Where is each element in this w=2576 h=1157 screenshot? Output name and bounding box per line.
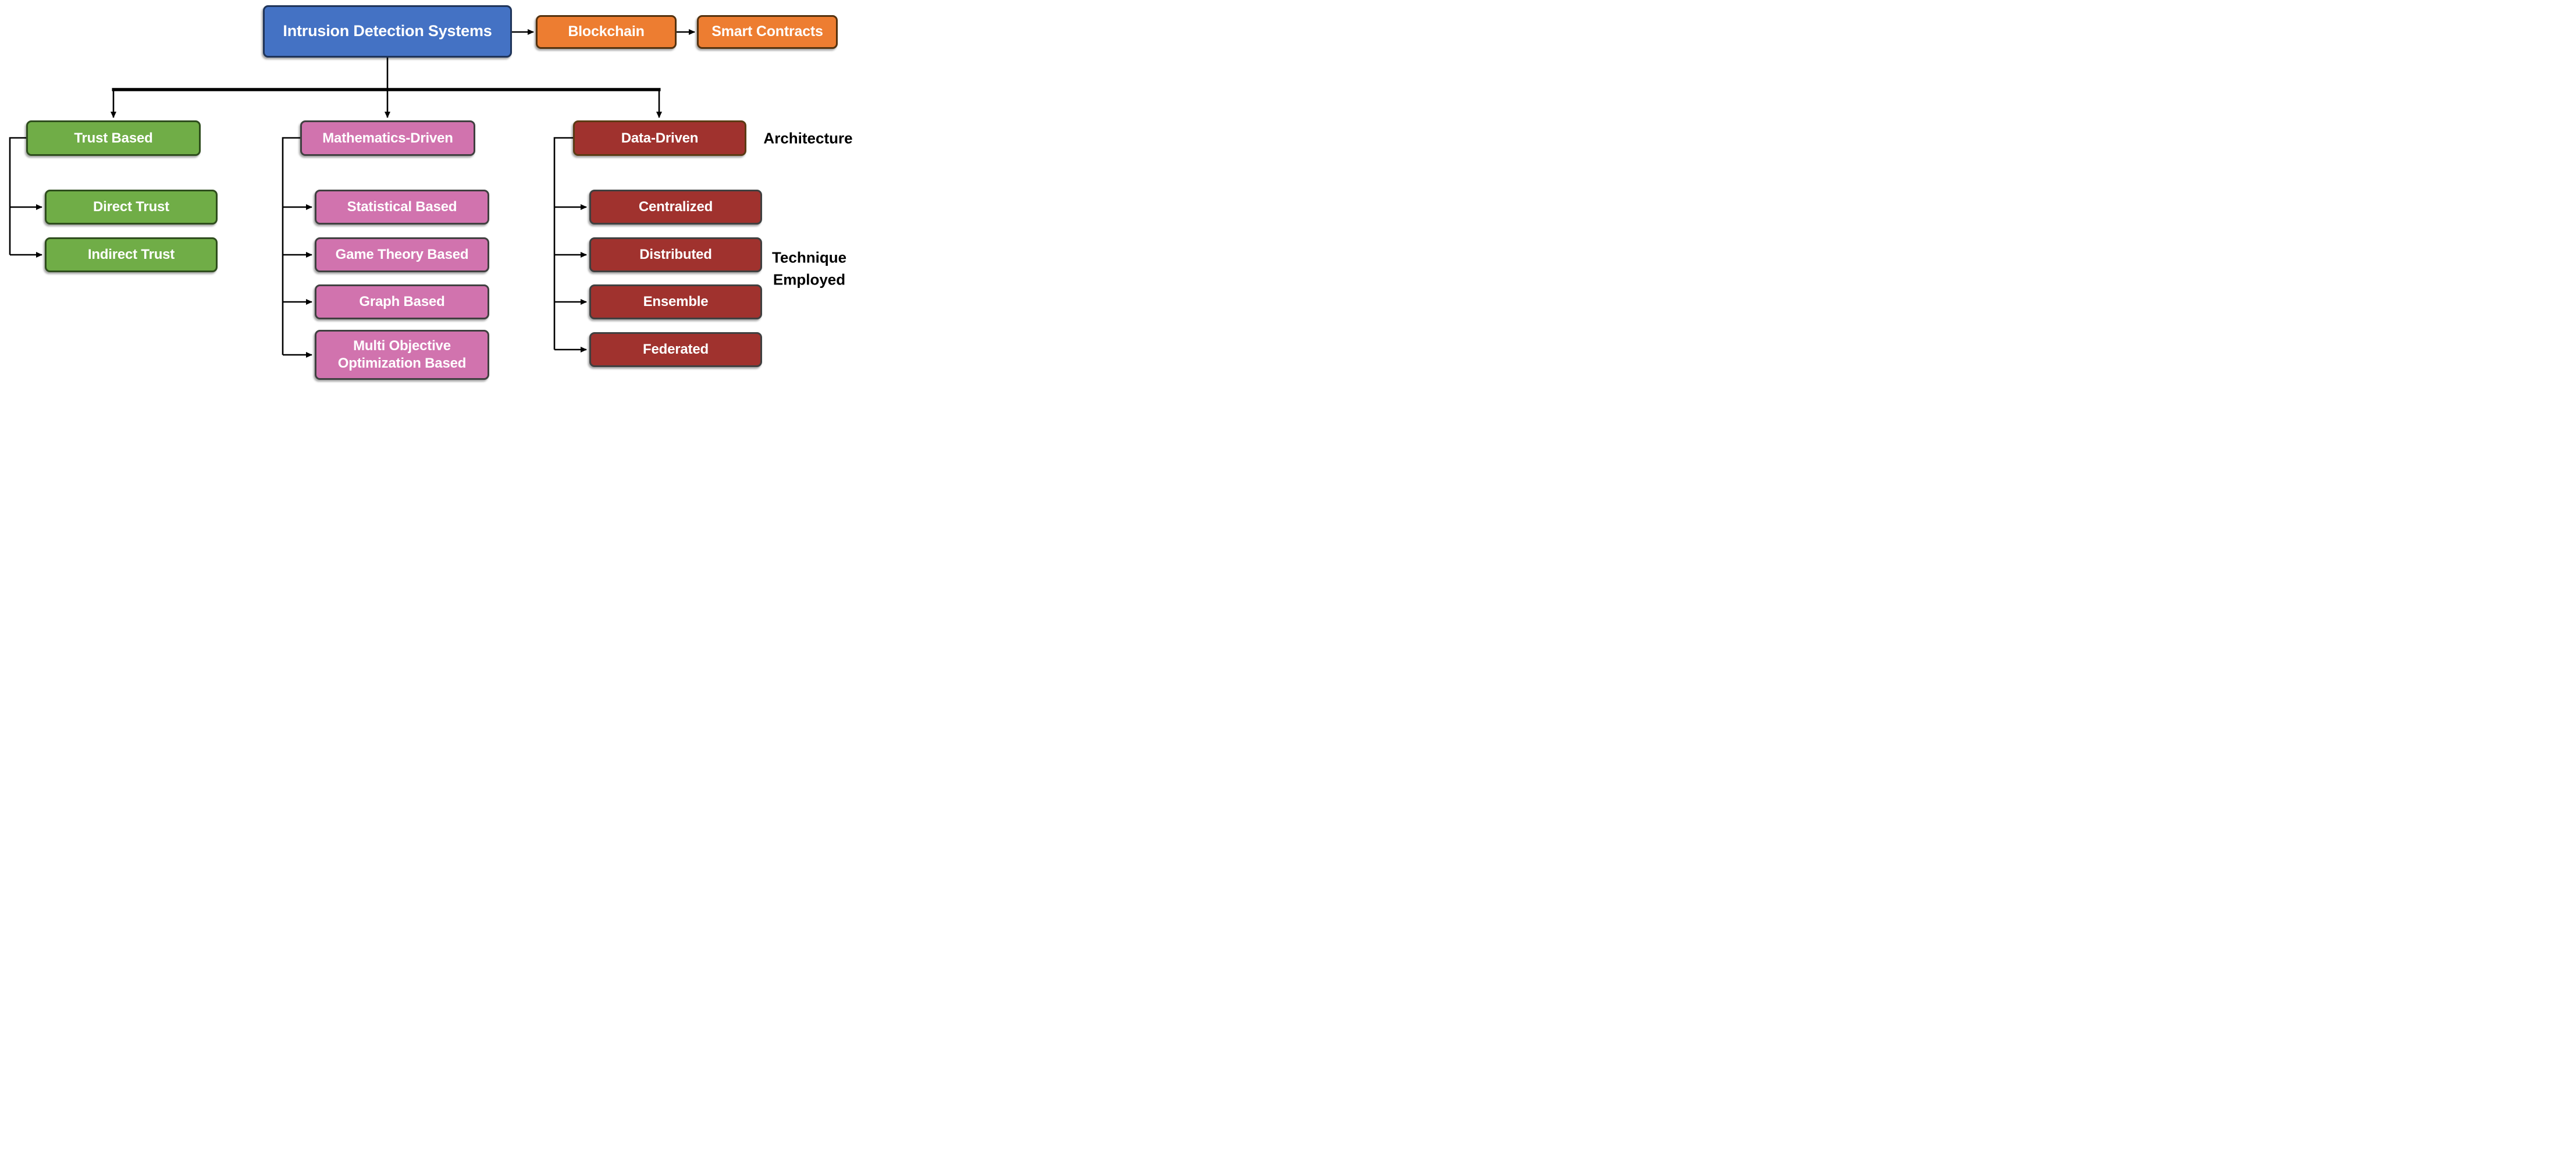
node-mathematics-driven: Mathematics-Driven (300, 120, 475, 156)
connector-lines (9, 29, 695, 358)
node-ensemble: Ensemble (589, 284, 762, 319)
node-graph-based: Graph Based (315, 284, 489, 319)
elbow-mathematics-driven (282, 137, 300, 355)
node-statistical-based: Statistical Based (315, 190, 489, 225)
node-blockchain: Blockchain (536, 15, 677, 49)
node-game-theory-based: Game Theory Based (315, 237, 489, 272)
node-centralized: Centralized (589, 190, 762, 225)
node-trust-based: Trust Based (26, 120, 201, 156)
node-data-driven: Data-Driven (573, 120, 746, 156)
technique-employed-label-line1: Technique (771, 248, 847, 266)
node-intrusion-detection-systems: Intrusion Detection Systems (263, 5, 512, 58)
elbow-data-driven (553, 137, 573, 350)
node-smart-contracts: Smart Contracts (697, 15, 838, 49)
node-multi-objective-optimization-based: Multi Objective Optimization Based (315, 330, 489, 380)
taxonomy-diagram: Intrusion Detection Systems Blockchain S… (0, 0, 859, 386)
node-indirect-trust: Indirect Trust (45, 237, 218, 272)
technique-employed-label-line2: Employed (773, 270, 846, 289)
node-direct-trust: Direct Trust (45, 190, 218, 225)
node-federated: Federated (589, 332, 762, 367)
node-distributed: Distributed (589, 237, 762, 272)
architecture-row-label: Architecture (763, 129, 853, 147)
elbow-trust-based (9, 137, 26, 255)
